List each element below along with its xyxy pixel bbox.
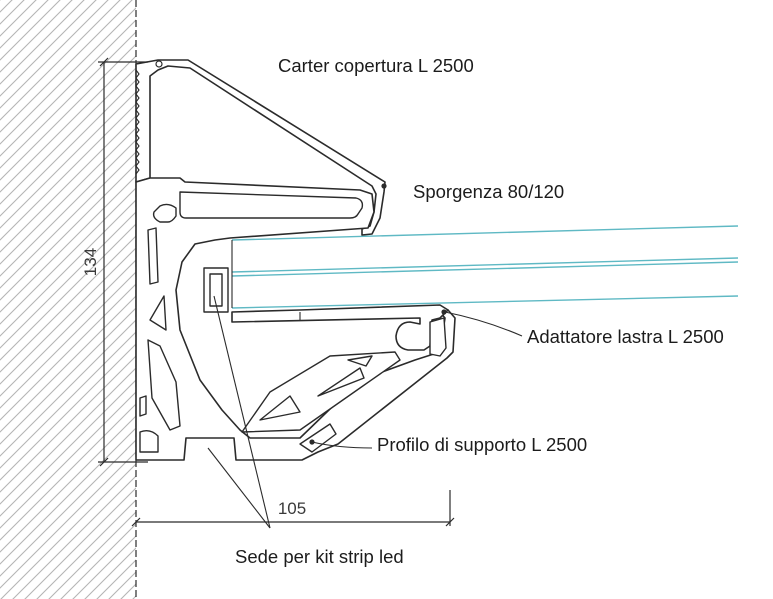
carter-leader-dot — [381, 183, 387, 189]
dimension-width — [131, 490, 455, 527]
profilo-supporto-profile — [135, 177, 456, 461]
label-carter: Carter copertura L 2500 — [278, 55, 474, 76]
dimension-height — [98, 57, 148, 467]
label-sporgenza: Sporgenza 80/120 — [413, 181, 564, 202]
label-profilo: Profilo di supporto L 2500 — [377, 434, 587, 455]
label-sede: Sede per kit strip led — [235, 546, 404, 567]
sede-leader-line-1 — [213, 295, 271, 529]
wall-hatch — [0, 0, 137, 599]
adattatore-lastra-profile — [231, 304, 449, 357]
label-adattatore: Adattatore lastra L 2500 — [527, 326, 724, 347]
adattatore-leader-dot — [441, 309, 447, 315]
adattatore-leader-line — [444, 311, 523, 337]
dimension-height-label: 134 — [81, 248, 100, 276]
glass-panel — [231, 225, 739, 309]
dimension-width-label: 105 — [278, 499, 306, 518]
profilo-leader-line — [311, 441, 373, 449]
sede-leader-line-2 — [207, 447, 271, 529]
